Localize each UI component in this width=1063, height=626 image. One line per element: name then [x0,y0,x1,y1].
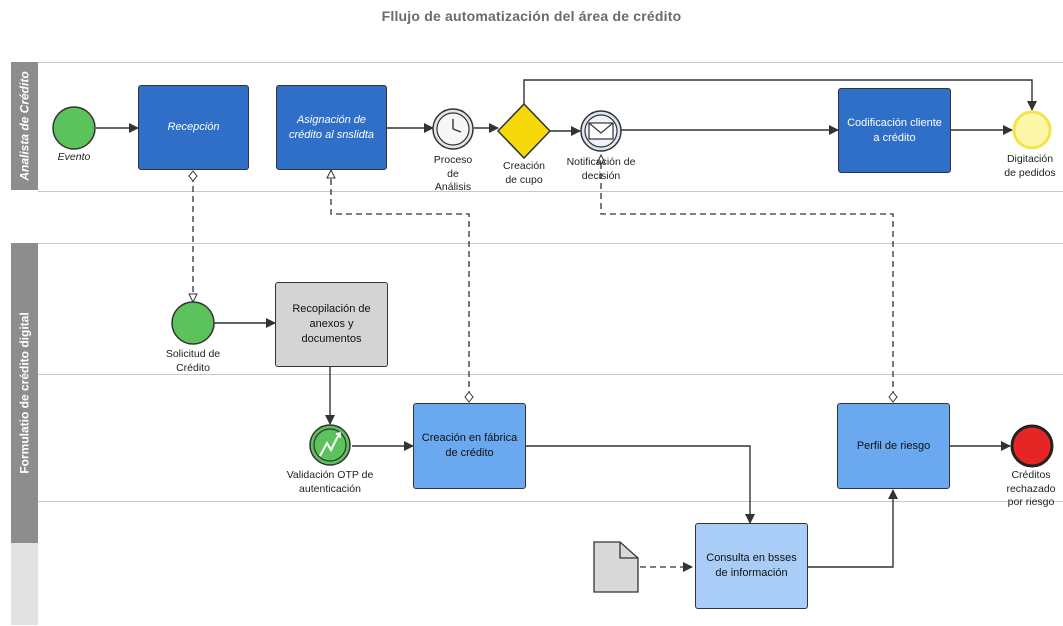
message-creacion-asignacion [331,170,469,397]
signal-event-icon [309,424,351,466]
lane-digital [38,243,1063,626]
flow-creacion-consulta [526,445,755,524]
label-rechazados: Créditos rechazado por riesgo [1006,469,1056,509]
label-solicitud: Solicitud de Crédito [165,348,221,374]
label-proceso: Proceso de Análisis [433,154,473,194]
lane-analyst [38,62,1063,192]
lane-divider-2 [38,501,1063,502]
lane-digital-left-strip [11,543,38,625]
lane-label-analyst: Analista de Crédito [11,62,38,190]
task-recopilacion[interactable]: Recopilación de anexos y documentos [275,282,388,367]
task-creacion-fabrica[interactable]: Creación en fábrica de crédito [413,403,526,489]
label-validacion: Validación OTP de autenticación [286,469,374,495]
start-event-solicitud [171,301,215,345]
end-event-digitacion [1012,110,1052,150]
label-digitacion: Digitación de pedidos [1004,153,1056,179]
label-notificacion: Notificación de decisión [566,156,636,182]
message-perfil-notificacion [601,155,893,397]
document-icon [593,541,639,593]
flow-consulta-perfil [808,489,898,568]
start-event-evento [52,106,96,150]
diagram-title: Fllujo de automatización del área de cré… [381,8,682,24]
gateway-diamond [496,102,552,160]
end-event-rechazados [1010,424,1054,468]
task-consulta[interactable]: Consulta en bsses de información [695,523,808,609]
task-codificacion[interactable]: Codificación cliente a crédito [838,88,951,173]
task-recepcion[interactable]: Recepción [138,85,249,170]
label-evento: Evento [57,151,91,163]
lane-label-digital: Formulatio de crédito digital [11,243,38,543]
envelope-icon [580,110,622,152]
lane-divider-1 [38,374,1063,375]
task-asignacion[interactable]: Asignación de crédito al snslidta [276,85,387,170]
timer-icon [432,108,474,150]
task-perfil-riesgo[interactable]: Perfil de riesgo [837,403,950,489]
label-creacion-cupo: Creación de cupo [502,160,546,186]
flow-gateway-digitacion [523,79,1037,111]
